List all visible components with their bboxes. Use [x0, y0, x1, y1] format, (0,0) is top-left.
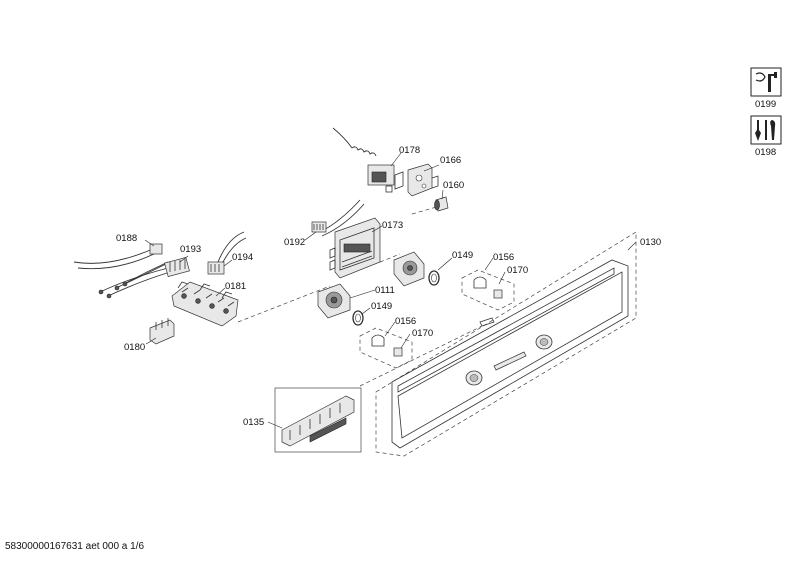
part-0111-selector-switch — [317, 283, 351, 319]
label-0193: 0193 — [180, 244, 201, 255]
part-0130-control-panel — [375, 231, 637, 457]
label-0199: 0199 — [755, 99, 776, 110]
part-switch-right — [393, 251, 425, 287]
part-0149-ring-right — [428, 270, 440, 286]
label-0192: 0192 — [284, 237, 305, 248]
label-0194: 0194 — [232, 252, 253, 263]
part-0188-wiring-harness — [73, 243, 171, 299]
part-0194-connector — [207, 231, 247, 275]
assembly-line-d — [359, 325, 483, 387]
assembly-line-a — [237, 285, 331, 323]
label-0173: 0173 — [382, 220, 403, 231]
part-0156-knob-left-group — [359, 327, 413, 369]
assembly-line-c — [411, 205, 441, 215]
part-0173-control-module — [329, 217, 381, 279]
part-0156-knob-right-group — [461, 269, 515, 311]
part-0135-panel-insert — [274, 387, 362, 453]
label-0170-right: 0170 — [507, 265, 528, 276]
assembly-line-b — [379, 253, 401, 263]
label-0180: 0180 — [124, 342, 145, 353]
label-0111: 0111 — [375, 285, 395, 296]
part-0149-ring-left — [352, 310, 364, 326]
label-0166: 0166 — [440, 155, 461, 166]
label-0135: 0135 — [243, 417, 264, 428]
label-0156-left: 0156 — [395, 316, 416, 327]
label-0198: 0198 — [755, 147, 776, 158]
label-0149-right: 0149 — [452, 250, 473, 261]
label-0149-left: 0149 — [371, 301, 392, 312]
part-0160-knob — [434, 196, 449, 212]
label-0156-right: 0156 — [493, 252, 514, 263]
tools-icon — [750, 115, 782, 145]
part-0178-thermostat — [332, 127, 404, 193]
label-0160: 0160 — [443, 180, 464, 191]
label-0130: 0130 — [640, 237, 661, 248]
part-0193-connector — [164, 256, 190, 278]
document-footer: 58300000167631 aet 000 a 1/6 — [5, 541, 145, 552]
label-0188: 0188 — [116, 233, 137, 244]
label-0170-left: 0170 — [412, 328, 433, 339]
part-0166-bracket — [407, 163, 439, 197]
label-0178: 0178 — [399, 145, 420, 156]
label-0181: 0181 — [225, 281, 246, 292]
service-manual-icon — [750, 67, 782, 97]
part-0180-clip — [149, 318, 175, 345]
part-0181-terminal-block — [171, 281, 239, 327]
part-0192-connector — [311, 199, 365, 237]
